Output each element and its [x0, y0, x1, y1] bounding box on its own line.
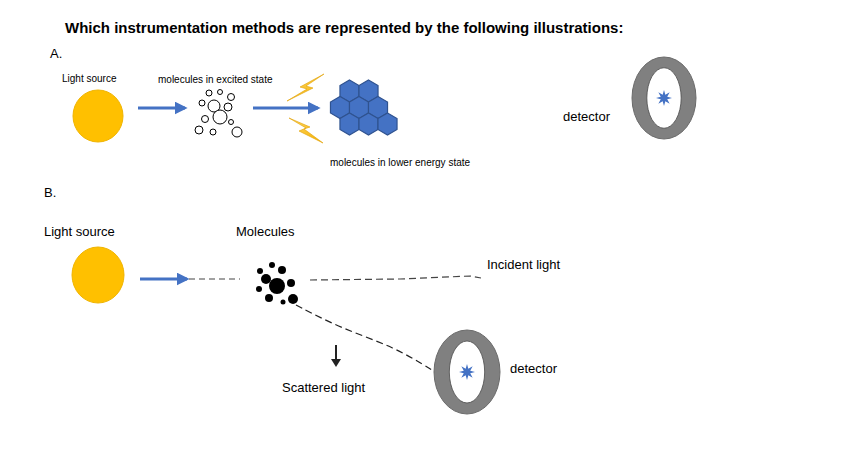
molecules: Molecules — [252, 261, 302, 307]
light-source: Light source — [73, 90, 123, 142]
connector — [253, 108, 318, 109]
lightning-bolt — [287, 74, 324, 101]
ground-state-molecules: molecules in lower energy state — [328, 80, 402, 138]
detector-ring — [434, 330, 500, 414]
light-source-circle — [72, 247, 124, 303]
section-letter: B. — [44, 186, 184, 201]
molecule-dot — [269, 262, 275, 268]
excited-molecule — [218, 90, 223, 95]
down-arrow-head — [331, 359, 341, 367]
detector-window — [449, 341, 484, 403]
detector-shape — [433, 329, 501, 415]
molecule-dot — [257, 268, 263, 274]
light-source: Light source — [72, 247, 124, 303]
hexagon-molecule — [359, 113, 378, 135]
connector — [138, 108, 185, 109]
detector-window — [647, 68, 681, 128]
node-label: detector — [563, 110, 627, 125]
molecule-dot — [261, 274, 271, 284]
molecule-dot — [269, 278, 285, 294]
ray-label: Incident light — [487, 258, 627, 273]
arrow-line — [138, 107, 185, 110]
excited-molecule — [199, 100, 205, 106]
down-arrow — [335, 345, 337, 360]
ray-label: Scattered light — [282, 381, 422, 396]
molecule-dot — [265, 294, 273, 302]
arrow-line — [253, 107, 318, 110]
excited-molecule — [210, 129, 216, 135]
hexagon-molecule — [378, 113, 397, 135]
detector: detector — [631, 56, 697, 140]
molecule-dot — [278, 266, 286, 274]
light-source-shape — [72, 247, 124, 303]
molecule-dot — [281, 300, 286, 305]
molecule-dot — [288, 294, 298, 304]
molecule-dot — [256, 286, 262, 292]
detector-ring — [632, 57, 696, 139]
light-source-circle — [73, 90, 123, 142]
connector — [140, 279, 240, 280]
excited-molecules: molecules in excited state — [193, 88, 245, 140]
hexagon-molecule — [340, 113, 359, 135]
light-ray — [189, 278, 240, 279]
node-label: Light source — [62, 73, 152, 85]
arrow-line — [140, 278, 187, 281]
node-label: detector — [510, 362, 590, 377]
node-label: molecules in lower energy state — [330, 157, 520, 169]
ground-state-molecules-shape — [328, 80, 402, 138]
excited-molecule — [224, 103, 232, 111]
excited-molecule — [206, 90, 212, 96]
scattered-light-ray — [296, 305, 435, 372]
lightning-bolt — [289, 118, 323, 143]
light-source-shape — [73, 90, 123, 142]
detector: detector — [433, 329, 501, 415]
connector — [296, 305, 435, 372]
excited-molecule — [232, 127, 242, 137]
excited-molecule — [228, 94, 235, 101]
detector-star — [459, 364, 475, 380]
detector-shape — [631, 56, 697, 140]
node-label: Light source — [44, 225, 144, 240]
molecule-dot — [287, 279, 295, 287]
detector-star — [656, 90, 672, 106]
excited-molecules-shape — [193, 88, 245, 140]
incident-light-ray — [310, 276, 481, 280]
excited-molecule — [202, 116, 209, 123]
section-letter: A. — [50, 47, 190, 62]
excited-molecule — [213, 110, 227, 124]
node-label: molecules in excited state — [158, 74, 308, 86]
molecules-shape — [252, 261, 302, 307]
title: Which instrumentation methods are repres… — [65, 19, 765, 36]
excited-molecule — [195, 126, 203, 134]
node-label: Molecules — [236, 225, 326, 240]
excited-molecule — [229, 120, 234, 125]
